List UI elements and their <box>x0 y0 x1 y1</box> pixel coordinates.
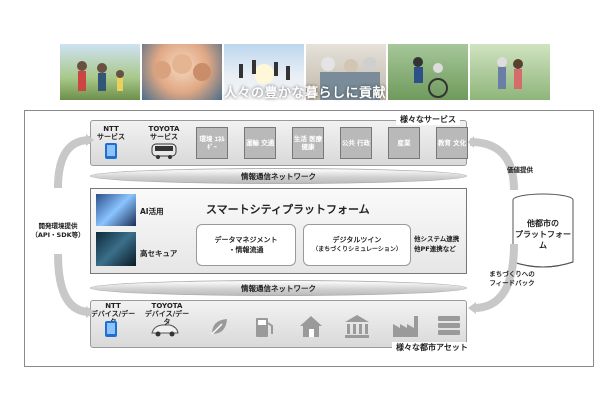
stacked-records-icon <box>436 314 462 342</box>
services-title: 様々なサービス <box>396 114 460 125</box>
security-image <box>96 232 136 266</box>
database-cylinder-icon <box>510 192 576 274</box>
assets-panel <box>90 300 467 348</box>
wheelchair-photo <box>388 44 468 100</box>
service-box-industry: 産業 <box>388 127 420 159</box>
service-box-transport: 運輸 交通 <box>244 127 276 159</box>
fuel-pump-icon <box>254 315 274 343</box>
ai-image <box>96 194 136 226</box>
feedback-label: まちづくりへのフィードバック <box>489 270 535 287</box>
service-box-education: 教育 文化 <box>436 127 468 159</box>
service-box-public: 公共 行政 <box>340 127 372 159</box>
factory-icon <box>392 314 420 342</box>
ai-label: AI活用 <box>140 207 164 216</box>
security-label: 高セキュア <box>140 249 178 258</box>
assets-title: 様々な都市アセット <box>392 342 472 353</box>
curved-arrow-right-top <box>468 134 528 198</box>
walking-couple-photo <box>470 44 550 100</box>
house-icon <box>298 314 324 342</box>
jumping-photo <box>224 44 304 100</box>
elderly-group-photo <box>306 44 386 100</box>
smartphone-icon <box>104 142 118 164</box>
government-building-icon <box>344 314 370 342</box>
service-box-health: 生活 医療 健康 <box>292 127 324 159</box>
value-provision-label: 価値提供 <box>507 166 533 174</box>
platform-title: スマートシティプラットフォーム <box>206 203 370 216</box>
banner-title: 人々の豊かな暮らしに貢献 <box>223 86 386 101</box>
leaf-icon <box>208 316 230 342</box>
curved-arrow-right-bottom <box>468 240 528 324</box>
system-links-label: 他システム連携他PF連携など <box>414 235 460 253</box>
network-band-bottom: 情報通信ネットワーク <box>90 280 467 296</box>
other-platform-label: 他都市のプラットフォーム <box>515 219 571 250</box>
dev-env-label: 開発環境提供（API・SDK等） <box>31 222 85 239</box>
friends-photo <box>142 44 222 100</box>
network-band-top: 情報通信ネットワーク <box>90 168 467 184</box>
family-photo <box>60 44 140 100</box>
digital-twin-box: デジタルツイン（まちづくりシミュレーション） <box>303 224 411 266</box>
shuttle-bus-icon <box>150 142 178 164</box>
data-management-box: データマネジメント・情報流通 <box>196 224 296 266</box>
curved-arrow-left-bottom <box>50 250 94 324</box>
car-icon <box>150 322 180 342</box>
curved-arrow-left-top <box>50 134 94 198</box>
smartphone-icon <box>104 320 118 342</box>
service-box-environment: 環境 ｴﾈﾙｷﾞｰ <box>196 127 228 159</box>
